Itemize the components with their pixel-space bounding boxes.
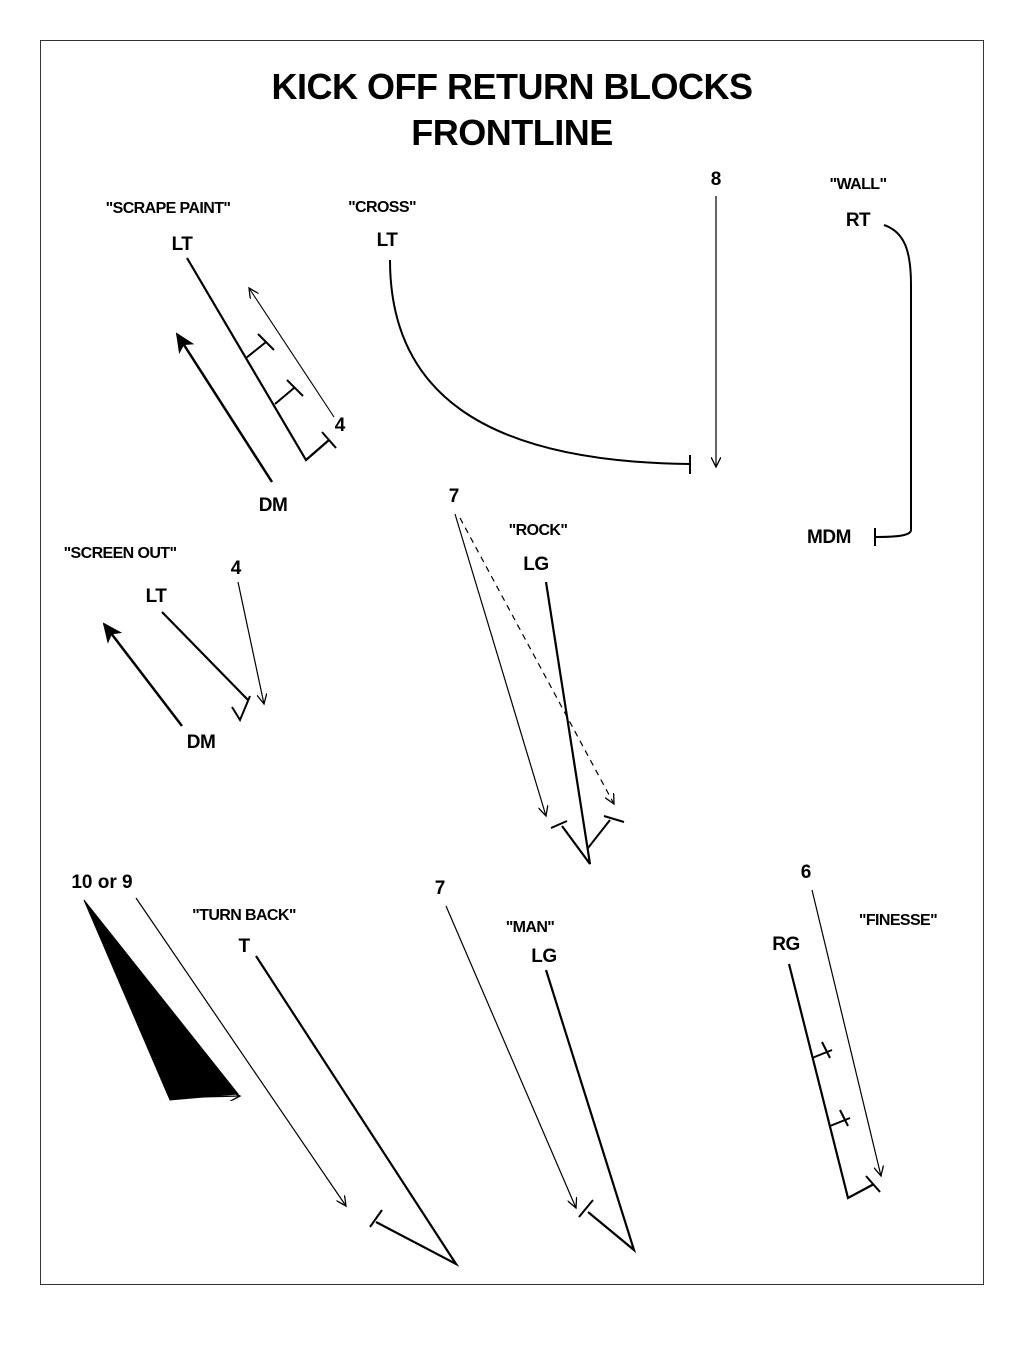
finesse-block-tick-1	[811, 1041, 833, 1059]
finesse-label: "FINESSE"	[859, 912, 937, 929]
scrape-paint-blocker: LT	[172, 234, 194, 255]
wall-block-path	[875, 224, 912, 538]
wall-defender: MDM	[807, 527, 851, 548]
finesse-group: 6 "FINESSE" RG	[772, 862, 938, 1200]
screen-out-blocker: LT	[146, 586, 168, 607]
scrape-paint-number: 4	[335, 415, 346, 436]
screen-out-block-path	[161, 611, 249, 701]
turn-back-number: 10 or 9	[71, 872, 132, 893]
man-label: "MAN"	[506, 919, 555, 936]
rock-end-cap-left	[550, 820, 568, 829]
title-line-2: FRONTLINE	[411, 112, 613, 153]
cross-blocker: LT	[377, 230, 399, 251]
scrape-paint-group: "SCRAPE PAINT" LT DM 4	[106, 200, 346, 516]
turn-back-end-cap	[369, 1209, 383, 1228]
diagram-frame	[40, 40, 984, 1285]
scrape-paint-dm-arrow	[175, 332, 274, 483]
cross-label: "CROSS"	[348, 199, 416, 216]
finesse-number: 6	[801, 862, 812, 883]
scrape-paint-arrow-4	[249, 288, 335, 418]
screen-out-label: "SCREEN OUT"	[64, 545, 177, 562]
wall-group: "WALL" RT MDM	[807, 176, 912, 548]
turn-back-label: "TURN BACK"	[192, 907, 296, 924]
turn-back-filled-wedge	[83, 899, 239, 1101]
wall-blocker: RT	[846, 210, 871, 231]
cross-number: 8	[711, 169, 722, 190]
turn-back-arrow-10-or-9	[135, 897, 346, 1206]
man-number: 7	[435, 878, 446, 899]
finesse-block-tick-2	[829, 1109, 851, 1127]
screen-out-dm-arrow	[102, 622, 183, 727]
rock-label: "ROCK"	[509, 522, 568, 539]
scrape-paint-end-cap	[321, 431, 337, 449]
wall-label: "WALL"	[830, 176, 887, 193]
finesse-block-path	[787, 963, 875, 1200]
man-block-path	[544, 969, 637, 1254]
screen-out-defender: DM	[187, 732, 216, 753]
rock-block-path	[544, 581, 592, 865]
scrape-paint-block-path	[186, 257, 330, 462]
cross-block-curve	[389, 259, 691, 465]
screen-out-group: "SCREEN OUT" LT DM 4	[64, 545, 264, 753]
scrape-paint-label: "SCRAPE PAINT"	[106, 200, 231, 217]
rock-group: 7 "ROCK" LG	[449, 486, 625, 865]
man-arrow-7	[445, 905, 576, 1208]
rock-arrow-7	[454, 513, 546, 816]
turn-back-wedge-arrow	[199, 1096, 240, 1097]
screen-out-end-cap	[231, 695, 251, 723]
scrape-paint-block-tick-1	[245, 333, 275, 359]
turn-back-block-path	[255, 955, 460, 1267]
rock-blocker: LG	[523, 554, 548, 575]
scrape-paint-defender: DM	[259, 495, 288, 516]
scrape-paint-block-tick-2	[274, 379, 304, 405]
screen-out-arrow-4	[237, 581, 264, 704]
man-group: 7 "MAN" LG	[435, 878, 637, 1254]
finesse-arrow-6	[811, 889, 881, 1176]
man-end-cap	[578, 1199, 594, 1218]
title-line-1: KICK OFF RETURN BLOCKS	[271, 66, 753, 107]
turn-back-blocker: T	[238, 936, 250, 957]
rock-end-cap-right	[587, 815, 625, 849]
finesse-blocker: RG	[772, 934, 800, 955]
cross-group: "CROSS" LT 8	[348, 169, 721, 474]
screen-out-number: 4	[231, 558, 242, 579]
turn-back-group: 10 or 9 "TURN BACK" T	[71, 872, 460, 1267]
man-blocker: LG	[531, 946, 556, 967]
rock-number: 7	[449, 486, 460, 507]
finesse-end-cap	[865, 1175, 881, 1193]
